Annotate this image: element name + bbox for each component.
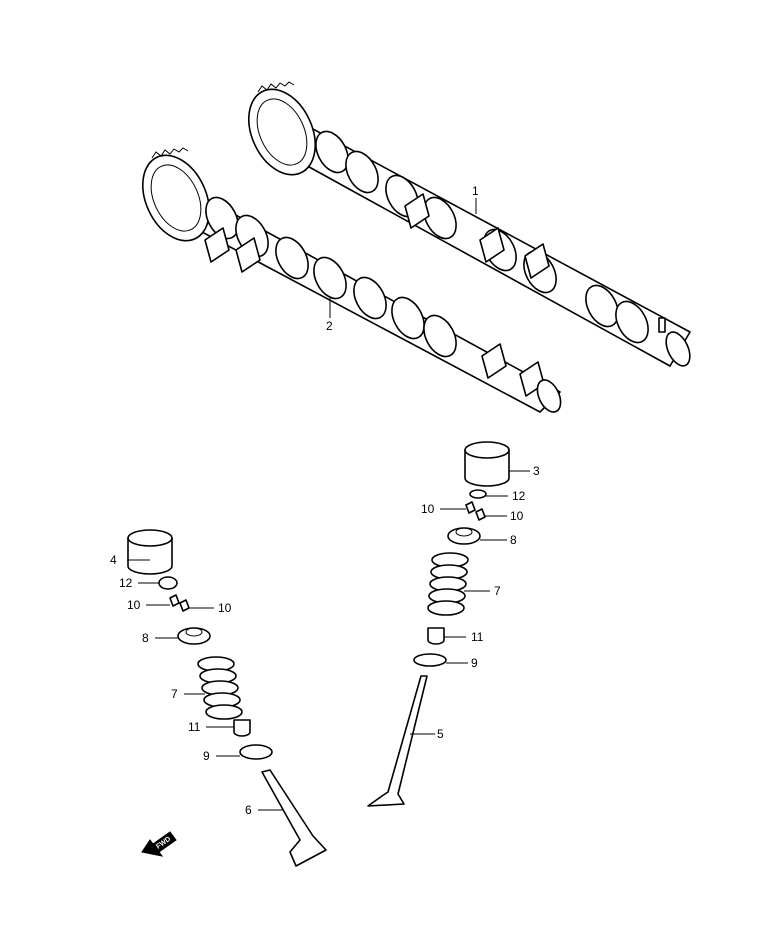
tappet-3 bbox=[464, 441, 510, 487]
callout-3: 3 bbox=[533, 464, 540, 478]
seat-9-right bbox=[413, 653, 447, 667]
callout-11-left: 11 bbox=[188, 720, 201, 734]
callout-10-left-a: 10 bbox=[127, 598, 141, 612]
callout-9-left: 9 bbox=[203, 749, 210, 763]
cotter-10-right-b bbox=[475, 508, 486, 521]
seal-11-right bbox=[427, 627, 445, 645]
retainer-8-right bbox=[447, 527, 481, 545]
callout-7-right: 7 bbox=[494, 584, 501, 598]
callout-12-left: 12 bbox=[119, 576, 133, 590]
callout-12-right: 12 bbox=[512, 489, 526, 503]
callout-7-left: 7 bbox=[171, 687, 178, 701]
valve-6 bbox=[261, 769, 327, 867]
spring-7-right bbox=[427, 552, 469, 616]
callout-10-right-a: 10 bbox=[421, 502, 435, 516]
callout-6: 6 bbox=[245, 803, 252, 817]
cotter-10-right-a bbox=[465, 501, 476, 514]
valve-5 bbox=[367, 675, 428, 807]
callout-4: 4 bbox=[110, 553, 117, 567]
callout-11-right: 11 bbox=[471, 630, 484, 644]
callout-9-right: 9 bbox=[471, 656, 478, 670]
shim-12-left bbox=[158, 576, 178, 590]
spring-7-left bbox=[197, 656, 243, 720]
leader-lines bbox=[127, 198, 530, 811]
callout-5: 5 bbox=[437, 727, 444, 741]
seal-11-left bbox=[233, 719, 251, 737]
seat-9-left bbox=[239, 744, 273, 760]
callout-8-left: 8 bbox=[142, 631, 149, 645]
cotter-10-left-a bbox=[169, 594, 180, 607]
camshaft-1 bbox=[248, 81, 691, 367]
callout-8-right: 8 bbox=[510, 533, 517, 547]
shim-12-right bbox=[469, 489, 487, 499]
callout-10-right-b: 10 bbox=[510, 509, 524, 523]
left-valve-stack bbox=[127, 529, 327, 867]
retainer-8-left bbox=[177, 627, 211, 645]
arrow-fwd-icon: FWD bbox=[141, 831, 177, 857]
camshaft-2 bbox=[142, 147, 562, 413]
right-valve-stack bbox=[367, 441, 510, 807]
callout-numbers: 1 2 3 4 5 6 7 7 8 8 9 9 10 10 10 10 11 1… bbox=[110, 184, 540, 817]
tappet-4 bbox=[127, 529, 173, 575]
callout-2: 2 bbox=[326, 319, 333, 333]
cotter-10-left-b bbox=[179, 599, 190, 612]
callout-1: 1 bbox=[472, 184, 479, 198]
callout-10-left-b: 10 bbox=[218, 601, 232, 615]
